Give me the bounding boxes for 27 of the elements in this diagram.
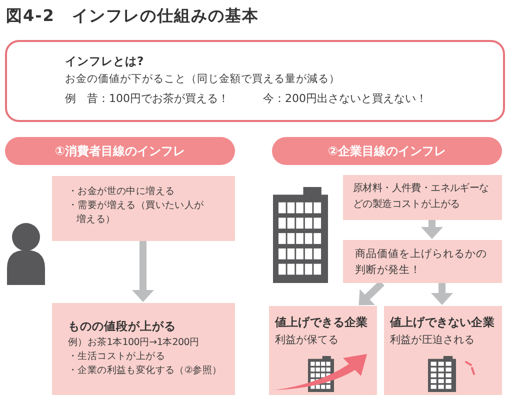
arrow [431,283,453,305]
bullet-text: ・お金が世の中に増える [68,185,176,199]
figure-title: 図4-2 インフレの仕組みの基本 [6,6,259,27]
box-heading: 値上げできない企業 [390,314,496,331]
definition-box [5,40,505,122]
heading-pill: ①消費者目線のインフレ [5,137,235,165]
bullet-text: ・需要が増える（買いたい人が増える） [68,199,205,227]
box-heading: インフレとは? [65,53,145,70]
bullet-text: 例）お茶1本100円→1本200円 [68,336,200,350]
result-box [384,306,502,395]
box-heading: ものの値段が上がる [68,318,177,335]
process-box [52,176,235,241]
process-box [52,303,235,395]
process-box: 商品価値を上げられるかの判断が発生！ [343,240,502,283]
body-text: 利益が保てる [275,333,340,348]
process-box: 原材料・人件費・エネルギーなどの製造コストが上がる [343,175,502,220]
arrow [132,241,154,302]
body-text: お金の価値が下がること（同じ金額で買える量が減る） [65,72,341,87]
body-text: 利益が圧迫される [390,333,476,348]
bullet-text: ・企業の利益も変化する（②参照） [68,364,223,378]
example-text: 例 昔：100円でお茶が買える！ [65,91,229,107]
heading-pill: ②企業目線のインフレ [272,137,502,165]
bullet-text: ・生活コストが上がる [68,350,166,364]
result-box [269,306,377,395]
box-heading: 値上げできる企業 [275,314,369,331]
arrow [421,220,443,239]
example-text: 今：200円出さないと買えない！ [263,91,427,107]
